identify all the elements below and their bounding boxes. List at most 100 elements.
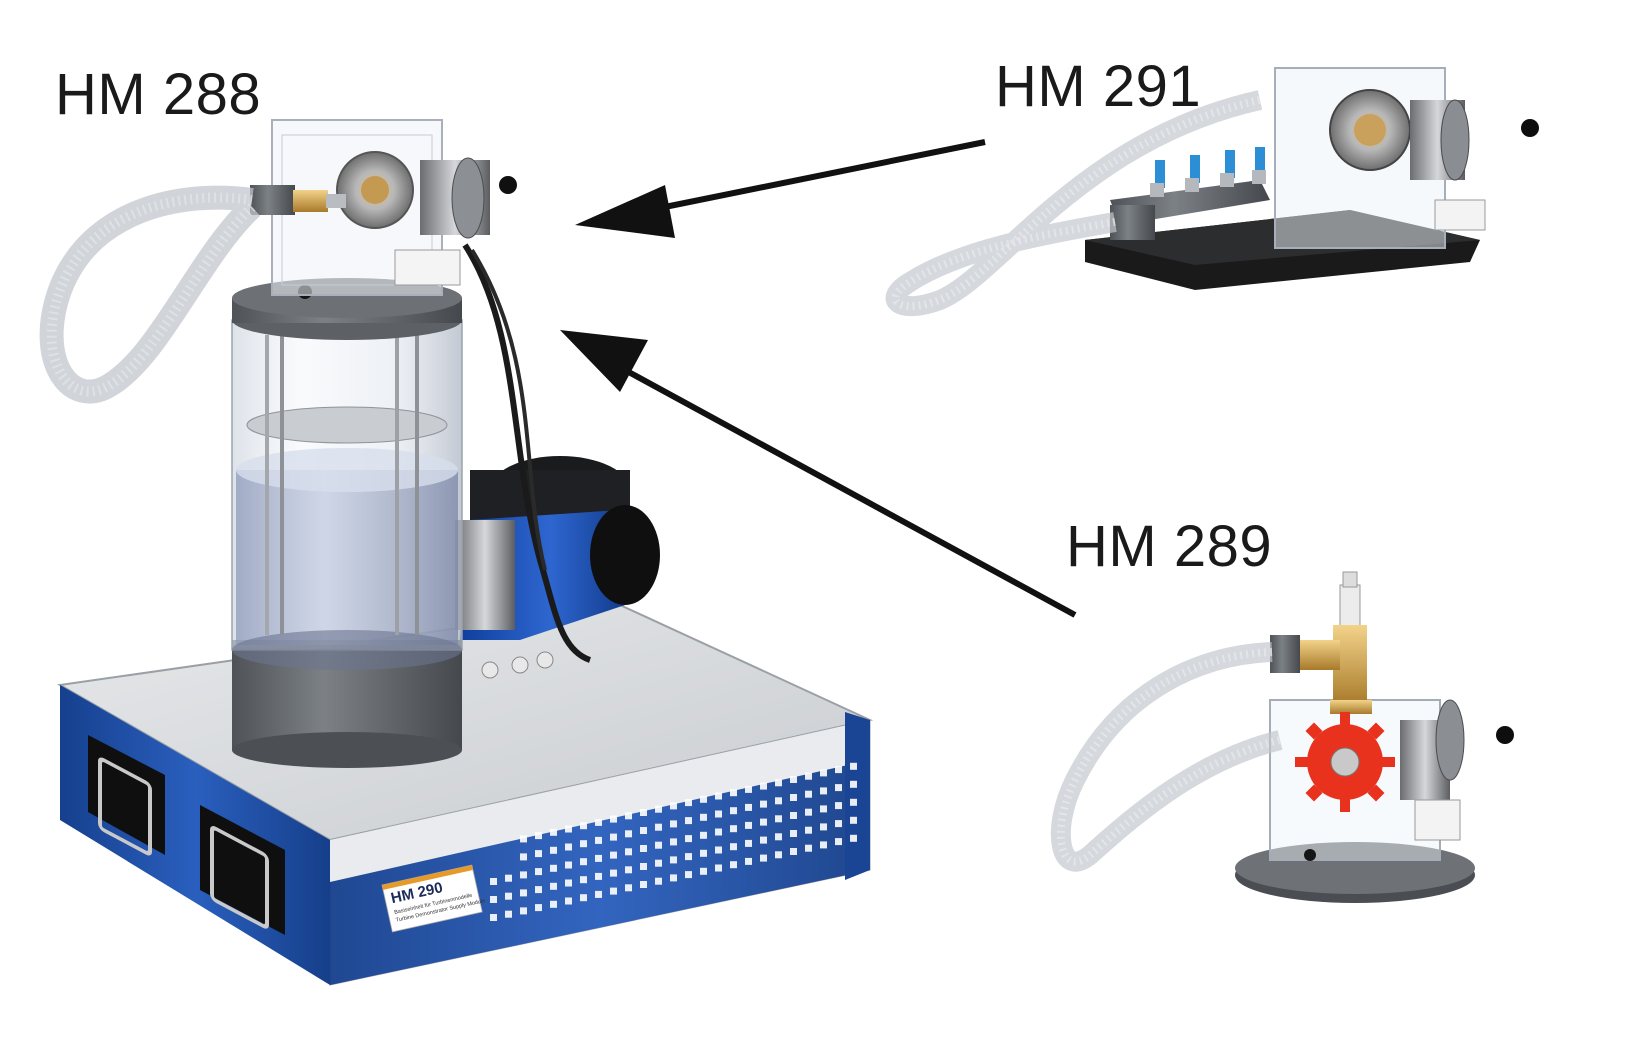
vent-hole	[760, 854, 767, 862]
vent-hole	[775, 779, 782, 787]
vent-hole	[565, 843, 572, 851]
vent-hole	[775, 797, 782, 805]
vent-hole	[565, 861, 572, 869]
vent-hole	[715, 828, 722, 836]
vent-hole	[835, 784, 842, 792]
vent-hole	[490, 914, 497, 921]
handle-left	[88, 735, 165, 856]
vent-hole	[670, 820, 677, 828]
vent-hole	[760, 782, 767, 790]
water-tank	[231, 278, 463, 768]
vent-hole	[505, 874, 512, 882]
vent-hole	[535, 886, 542, 894]
vent-hole	[685, 799, 692, 807]
vent-hole	[625, 830, 632, 838]
vent-hole	[805, 808, 812, 816]
vent-hole	[550, 828, 557, 836]
vent-hole	[745, 821, 752, 829]
vent-hole	[580, 822, 587, 830]
hm-288-hose	[39, 185, 261, 404]
hm-291-device	[885, 67, 1539, 317]
vent-hole	[730, 861, 737, 869]
vent-hole	[670, 874, 677, 882]
vent-hole	[805, 844, 812, 852]
vent-hole	[700, 831, 707, 839]
vent-hole	[520, 907, 527, 915]
vent-hole	[655, 841, 662, 849]
vent-hole	[610, 887, 617, 895]
vent-hole	[775, 833, 782, 841]
vent-hole	[640, 827, 647, 834]
vent-hole	[850, 762, 857, 770]
vent-hole	[805, 772, 812, 780]
vent-hole	[820, 823, 827, 831]
vent-hole	[655, 877, 662, 885]
vent-hole	[520, 871, 527, 879]
vent-hole	[580, 894, 587, 902]
handle-right	[200, 805, 285, 935]
arrow-hm-291-to-base	[575, 139, 986, 238]
label-hm-291: HM 291	[995, 54, 1202, 119]
vent-hole	[820, 841, 827, 849]
vent-hole	[745, 857, 752, 865]
vent-hole	[700, 867, 707, 875]
vent-hole	[775, 815, 782, 823]
vent-hole	[685, 853, 692, 861]
vent-hole	[625, 812, 632, 820]
vent-hole	[550, 900, 557, 908]
vent-hole	[565, 897, 572, 905]
vent-hole	[565, 825, 572, 833]
vent-hole	[820, 787, 827, 795]
vent-hole	[625, 866, 632, 874]
vent-hole	[745, 785, 752, 793]
vent-hole	[595, 872, 602, 880]
vent-hole	[550, 882, 557, 890]
vent-hole	[790, 848, 797, 855]
vent-hole	[610, 869, 617, 877]
vent-hole	[595, 854, 602, 862]
vent-hole	[550, 864, 557, 872]
vent-hole	[520, 835, 527, 843]
vent-hole	[730, 807, 737, 815]
hm-290-base: HM 290 Basiseinheit für Turbinenmodelle …	[56, 603, 874, 986]
pump-motor	[455, 456, 660, 679]
label-hm-289: HM 289	[1066, 514, 1273, 579]
hm-288-turbine	[250, 119, 592, 663]
vent-hole	[745, 803, 752, 811]
vent-hole	[565, 879, 572, 887]
label-hm-288: HM 288	[55, 62, 262, 127]
vent-hole	[505, 910, 512, 918]
vent-hole	[520, 889, 527, 897]
vent-hole	[820, 769, 827, 777]
vent-hole	[580, 876, 587, 884]
vent-hole	[580, 858, 587, 866]
vent-hole	[580, 840, 587, 848]
vent-hole	[610, 833, 617, 841]
vent-hole	[715, 792, 722, 800]
vent-hole	[700, 795, 707, 803]
vent-hole	[640, 863, 647, 870]
vent-hole	[640, 809, 647, 816]
vent-hole	[790, 794, 797, 801]
vent-hole	[610, 815, 617, 823]
vent-hole	[490, 896, 497, 903]
vent-hole	[640, 881, 647, 888]
vent-hole	[835, 802, 842, 810]
vent-hole	[730, 825, 737, 833]
vent-hole	[835, 766, 842, 774]
vent-hole	[700, 849, 707, 857]
vent-hole	[820, 805, 827, 813]
vent-hole	[805, 826, 812, 834]
vent-hole	[535, 868, 542, 876]
vent-hole	[670, 802, 677, 810]
vent-hole	[850, 816, 857, 824]
vent-hole	[595, 818, 602, 826]
vent-hole	[805, 790, 812, 798]
vent-hole	[790, 812, 797, 819]
vent-hole	[685, 871, 692, 879]
vent-hole	[490, 878, 497, 885]
vent-hole	[655, 859, 662, 867]
vent-hole	[655, 805, 662, 813]
